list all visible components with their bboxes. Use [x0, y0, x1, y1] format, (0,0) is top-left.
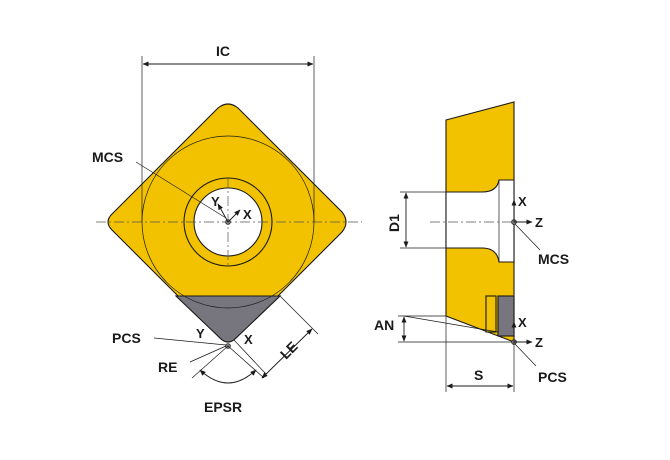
x-label-side-bottom: X — [518, 315, 527, 330]
le-extension-bottom — [233, 339, 267, 375]
mcs-leader-side — [514, 223, 541, 251]
cutting-edge-section — [497, 295, 515, 337]
mcs-label-front: MCS — [92, 149, 123, 165]
epsr-arc — [199, 369, 257, 384]
epsr-extension-right — [227, 345, 265, 379]
le-label: LE — [277, 338, 301, 362]
x-axis-arrow-top — [227, 209, 241, 223]
s-label: S — [474, 367, 483, 383]
epsr-extension-left — [191, 345, 229, 379]
pcs-label-side: PCS — [538, 369, 567, 385]
y-label-front-bottom: Y — [196, 326, 205, 341]
an-label: AN — [374, 317, 394, 333]
mcs-leader-front — [135, 161, 227, 219]
pcs-leader-side — [514, 343, 537, 367]
x-label-front-bottom: X — [244, 332, 253, 347]
le-extension-top — [279, 295, 319, 335]
side-view: X Z MCS D1 AN X Z PCS S — [374, 101, 569, 392]
re-leader — [189, 345, 227, 363]
x-label-front-top: X — [243, 207, 252, 222]
z-label-side-top: Z — [535, 215, 543, 230]
y-label-front-top: Y — [211, 194, 220, 209]
pcs-leader-front — [153, 337, 227, 346]
x-label-side-top: X — [518, 194, 527, 209]
hole-section — [445, 179, 515, 263]
front-view: Y X MCS IC PCS Y X RE LE EPSR — [92, 43, 362, 415]
cutting-edge-tip — [174, 295, 282, 343]
epsr-label: EPSR — [204, 399, 242, 415]
d1-label: D1 — [386, 214, 402, 232]
an-flank-line — [403, 315, 499, 333]
ic-label: IC — [216, 43, 230, 59]
mcs-label-side: MCS — [538, 251, 569, 267]
re-label: RE — [158, 359, 177, 375]
chipbreaker-slot — [485, 295, 497, 333]
z-label-side-bottom: Z — [535, 335, 543, 350]
le-dimension-line — [261, 328, 313, 379]
y-axis-arrow-top — [217, 203, 229, 223]
pcs-label-front: PCS — [112, 330, 141, 346]
